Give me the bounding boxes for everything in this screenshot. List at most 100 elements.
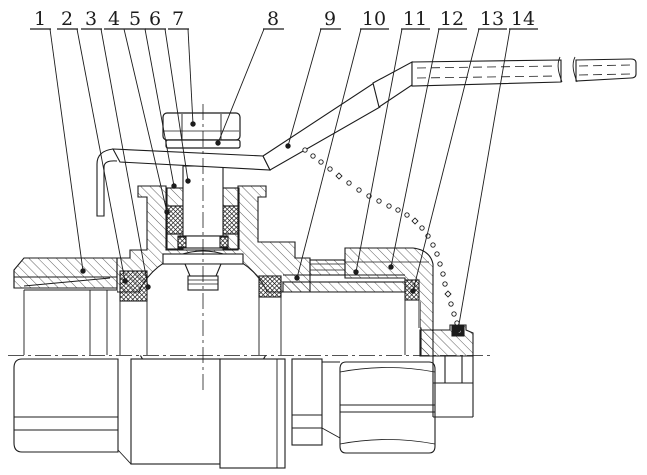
callout-dot <box>353 269 359 275</box>
callout-leader-line <box>164 28 189 182</box>
callout-leader-line <box>49 28 84 272</box>
chain-link <box>356 187 362 193</box>
callout-leader-line <box>123 28 168 213</box>
bore-edges <box>23 290 420 355</box>
chain-link-square <box>411 217 419 225</box>
left-end-connector <box>13 257 118 289</box>
callout-dot <box>215 140 221 146</box>
callout-label: 14 <box>511 8 535 30</box>
callout-2: 2 <box>57 8 128 284</box>
chain-link <box>404 212 410 218</box>
handle-grip-left <box>411 59 562 87</box>
callout-label: 4 <box>108 8 120 30</box>
bore <box>24 290 420 356</box>
callout-dot <box>410 288 416 294</box>
callout-dot <box>285 143 291 149</box>
callout-dot <box>164 209 170 215</box>
callout-dot <box>80 268 86 274</box>
callout-leader-line <box>412 28 480 292</box>
handle-bend <box>372 61 413 108</box>
handle <box>96 56 637 217</box>
callout-leader-line <box>100 28 149 288</box>
callout-label: 1 <box>34 8 46 30</box>
callout-label: 13 <box>480 8 504 30</box>
union-hex-nut-exterior <box>339 361 436 454</box>
outlet-tail-flange <box>419 324 474 357</box>
exterior-view <box>13 356 474 469</box>
callout-label: 8 <box>267 8 279 30</box>
chain-link <box>310 153 316 159</box>
chain-link <box>430 242 436 248</box>
chain-link <box>302 147 308 153</box>
break-line-left <box>557 56 563 83</box>
chain-link-square <box>335 172 343 180</box>
chain-link <box>448 301 454 307</box>
callout-dot <box>190 121 196 127</box>
callout-dot <box>388 264 394 270</box>
callout-leader-line <box>217 28 265 144</box>
seat-ring-right <box>258 275 282 298</box>
chain-link <box>437 261 443 267</box>
retaining-chain <box>302 147 462 334</box>
callout-label: 3 <box>85 8 97 30</box>
break-line-right <box>572 56 578 83</box>
chain-link <box>442 281 448 287</box>
callout-dot <box>145 284 151 290</box>
chain-link <box>346 180 352 186</box>
callout-dot <box>294 275 300 281</box>
handle-hidden-lines <box>416 64 631 79</box>
callout-label: 7 <box>172 8 184 30</box>
outlet-tail-spigot <box>282 274 406 293</box>
chain-link <box>451 311 457 317</box>
callout-9: 9 <box>285 8 341 149</box>
handle-stop-tab <box>96 148 118 217</box>
callout-dot <box>122 278 128 284</box>
callout-14: 14 <box>455 8 538 333</box>
callout-4: 4 <box>104 8 170 215</box>
centerlines <box>8 104 490 392</box>
callout-leader-line <box>296 28 362 279</box>
callout-label: 2 <box>61 8 73 30</box>
body-right-exterior <box>219 358 286 469</box>
callout-5: 5 <box>125 8 177 189</box>
chain-link <box>440 271 446 277</box>
callout-12: 12 <box>388 8 467 270</box>
callout-3: 3 <box>81 8 151 290</box>
callout-dot <box>455 327 461 333</box>
callout-leader-line <box>287 28 322 147</box>
callout-dot <box>185 178 191 184</box>
chain-link <box>327 166 333 172</box>
chain-link <box>434 251 440 257</box>
callout-label: 10 <box>362 8 386 30</box>
chain-link <box>318 159 324 165</box>
chain-link <box>419 225 425 231</box>
body-exterior <box>130 358 221 465</box>
callout-13: 13 <box>410 8 507 294</box>
callout-11: 11 <box>353 8 430 275</box>
left-hex-exterior <box>13 358 119 453</box>
chain-link <box>386 203 392 209</box>
chain-link <box>395 207 401 213</box>
chain-link-square <box>444 290 452 298</box>
callout-label: 12 <box>440 8 464 30</box>
body-outlet-thread <box>309 259 346 276</box>
callout-leader-line <box>457 28 511 331</box>
callout-dot <box>171 183 177 189</box>
callout-8: 8 <box>215 8 284 146</box>
chain-link <box>376 198 382 204</box>
thread-stub-exterior <box>291 358 341 446</box>
handle-arm <box>262 82 381 171</box>
callout-6: 6 <box>145 8 191 184</box>
callout-label: 6 <box>149 8 161 30</box>
callout-leader-line <box>355 28 403 273</box>
callout-1: 1 <box>30 8 86 274</box>
callout-leader-line <box>76 28 126 282</box>
callout-label: 5 <box>129 8 141 30</box>
callout-leader-line <box>187 28 194 125</box>
handle-grip-right <box>575 58 637 82</box>
outlet-tail-exterior <box>432 356 474 418</box>
callout-leader-line <box>144 28 175 187</box>
callout-10: 10 <box>294 8 389 281</box>
